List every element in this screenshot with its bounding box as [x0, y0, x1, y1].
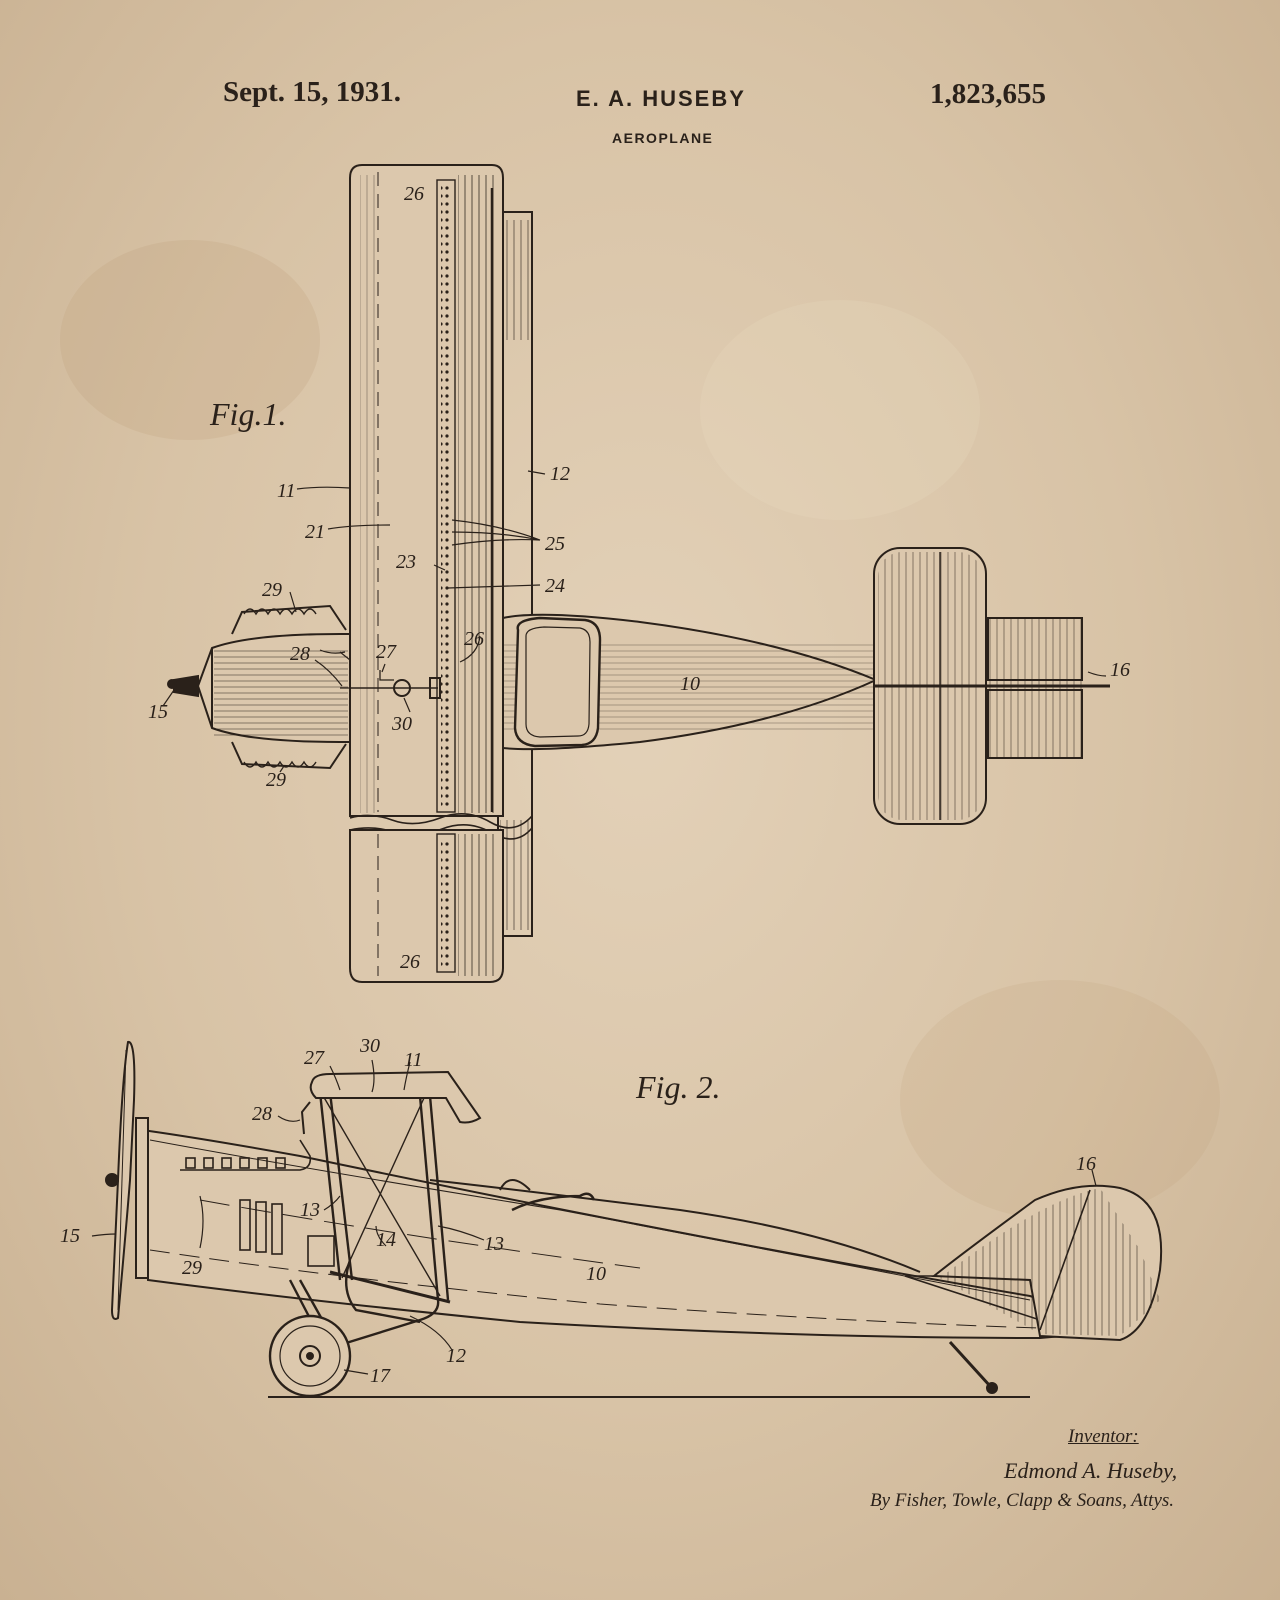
ref-15: 15: [60, 1225, 80, 1247]
ref-29-bottom: 29: [266, 769, 286, 791]
ref-15: 15: [148, 701, 168, 723]
fig2-label: Fig. 2.: [635, 1069, 720, 1105]
ref-12: 12: [446, 1345, 466, 1367]
ref-23: 23: [396, 551, 416, 573]
ref-10: 10: [680, 673, 700, 695]
ref-17: 17: [370, 1365, 391, 1387]
fig1-exhaust-bottom: [232, 742, 346, 768]
fig1-label: Fig.1.: [209, 396, 286, 432]
inventor-signature: Edmond A. Huseby,: [1004, 1458, 1177, 1484]
ref-30: 30: [359, 1035, 380, 1057]
ref-13-right: 13: [484, 1233, 504, 1255]
ref-27: 27: [376, 641, 397, 663]
fig2-spinner: [106, 1174, 118, 1186]
ref-10: 10: [586, 1263, 606, 1285]
fig1-propeller-hub: [174, 676, 198, 696]
inventor-label: Inventor:: [1068, 1426, 1139, 1448]
ref-14: 14: [376, 1229, 396, 1251]
ref-29: 29: [182, 1257, 202, 1279]
ref-11: 11: [277, 480, 296, 502]
ref-30: 30: [391, 713, 412, 735]
fig1-drawing: Fig.1. 11 12 21 23 24 25 26 26 26 27 28 …: [148, 165, 1130, 982]
fig2-drawing: Fig. 2. 27 30 11 28 16 15 29 13 13 14 10…: [60, 1035, 1161, 1397]
fig2-tail-skid: [950, 1342, 990, 1386]
ref-26-mid: 26: [464, 628, 484, 650]
ref-28: 28: [252, 1103, 272, 1125]
ref-29-top: 29: [262, 579, 282, 601]
fig1-cockpit: [515, 618, 600, 746]
ref-21: 21: [305, 521, 325, 543]
ref-25: 25: [545, 533, 565, 555]
ref-11: 11: [404, 1049, 423, 1071]
ref-13-left: 13: [300, 1199, 320, 1221]
ref-24: 24: [545, 575, 565, 597]
ref-16: 16: [1110, 659, 1130, 681]
ref-26-bottom: 26: [400, 951, 420, 973]
attorneys-signature: By Fisher, Towle, Clapp & Soans, Attys.: [870, 1490, 1174, 1512]
ref-26-top: 26: [404, 183, 424, 205]
ref-12: 12: [550, 463, 570, 485]
ref-27: 27: [304, 1047, 325, 1069]
ref-16: 16: [1076, 1153, 1096, 1175]
ref-28: 28: [290, 643, 310, 665]
